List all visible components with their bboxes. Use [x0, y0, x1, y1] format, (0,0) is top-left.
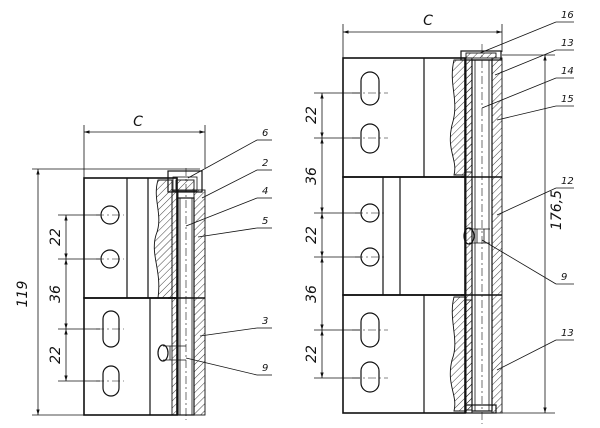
right-slot-1: [360, 71, 380, 106]
left-height-dimension: 119: [15, 168, 200, 416]
right-bottom-leaf: [342, 294, 466, 414]
right-callout-5: 9: [561, 272, 567, 283]
left-dim-hole-bottom: 22: [48, 346, 64, 364]
left-lower-leaf: [83, 297, 178, 416]
left-callouts: 6 2 4 5 3 9: [185, 128, 272, 376]
left-hinge: C 119: [15, 114, 272, 420]
right-top-cap: [460, 50, 502, 61]
right-callout-2: 14: [561, 66, 574, 77]
right-dim-hole-top: 22: [304, 106, 320, 124]
left-dim-block: 36: [48, 285, 64, 303]
left-chain-dimensions: 22 36 22: [48, 214, 100, 382]
left-callout-5: 9: [262, 363, 268, 374]
right-slot-4: [360, 361, 380, 393]
left-callout-2: 4: [262, 186, 268, 197]
right-slot-2: [360, 123, 380, 154]
right-top-leaf: [342, 57, 466, 178]
left-callout-4: 3: [262, 316, 268, 327]
right-bottom-cap: [465, 404, 497, 414]
left-width-dimension: C: [83, 114, 206, 178]
right-dim-block-2: 36: [304, 285, 320, 303]
left-section-hatch: [153, 179, 173, 299]
left-callout-3: 5: [262, 216, 268, 227]
right-width-label: C: [423, 13, 433, 29]
right-height-dimension: 176,5: [502, 54, 565, 414]
right-height-label: 176,5: [549, 190, 565, 230]
right-chain-dimensions: 22 36 22 36 22: [304, 92, 360, 379]
right-grub-screw: [463, 227, 475, 245]
left-height-label: 119: [15, 281, 31, 308]
right-callout-4: 12: [561, 176, 574, 187]
left-cap: [167, 170, 203, 193]
left-callout-1: 2: [262, 158, 268, 169]
right-dim-hole-bottom: 22: [304, 345, 320, 363]
right-middle-leaf: [342, 176, 466, 296]
left-grub-screw: [157, 344, 169, 362]
left-width-label: C: [133, 114, 143, 130]
right-top-section-hatch: [449, 59, 467, 176]
right-hinge: C 176,5: [304, 10, 574, 424]
right-dim-block-1: 36: [304, 167, 320, 185]
right-callouts: 16 13 14 15 12 9 13: [479, 10, 574, 371]
left-dim-hole-top: 22: [48, 228, 64, 246]
right-callout-0: 16: [561, 10, 574, 21]
right-callout-6: 13: [561, 328, 574, 339]
left-callout-0: 6: [262, 128, 268, 139]
right-dim-hole-mid: 22: [304, 226, 320, 244]
right-callout-3: 15: [561, 94, 574, 105]
right-width-dimension: C: [342, 13, 503, 58]
right-callout-1: 13: [561, 38, 574, 49]
right-bottom-section-hatch: [449, 296, 467, 412]
